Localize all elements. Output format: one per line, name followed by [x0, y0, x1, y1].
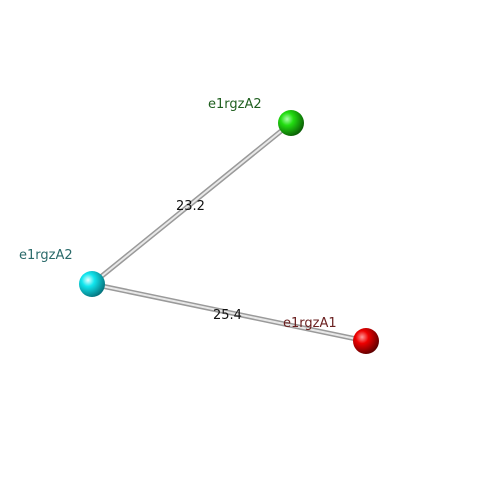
node-cyan[interactable] [79, 271, 105, 297]
node-label-red: e1rgzA1 [283, 316, 337, 331]
node-label-cyan: e1rgzA2 [19, 248, 73, 263]
edge-label-cyan-red: 25.4 [213, 308, 242, 323]
edge-cyan-red [89, 281, 369, 344]
node-label-green: e1rgzA2 [208, 97, 262, 112]
node-green[interactable] [278, 110, 304, 136]
node-red[interactable] [353, 328, 379, 354]
edge-cyan-green [89, 120, 294, 287]
edge-label-cyan-green: 23.2 [176, 199, 205, 214]
